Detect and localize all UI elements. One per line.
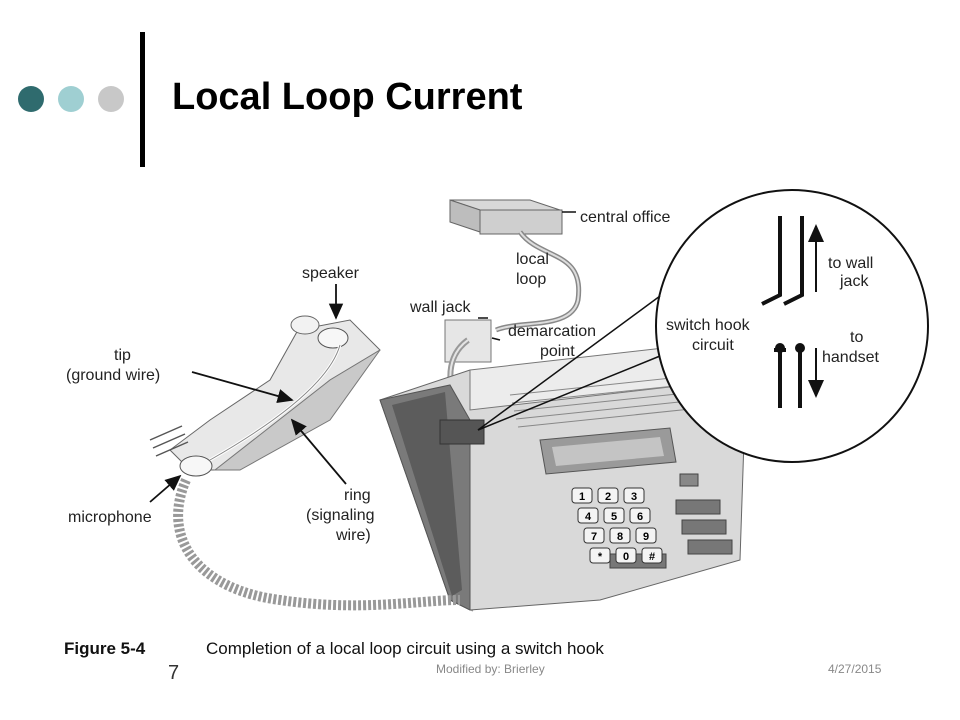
label-wall-jack: wall jack bbox=[409, 299, 471, 316]
tip-arrow bbox=[191, 371, 294, 404]
keypad-key bbox=[629, 507, 651, 524]
slide-title: Local Loop Current bbox=[172, 76, 523, 118]
footer-author: Modified by: Brierley bbox=[436, 662, 545, 676]
page-number: 7 bbox=[168, 662, 180, 684]
label-demarcation: demarcation bbox=[508, 323, 596, 340]
switch-hook-cradle bbox=[439, 419, 485, 445]
label-circuit: circuit bbox=[692, 337, 734, 354]
coiled-handset-cord bbox=[173, 478, 461, 611]
figure-caption: Completion of a local loop circuit using… bbox=[206, 639, 604, 658]
figure-number: Figure 5-4 bbox=[64, 639, 146, 658]
keypad-key bbox=[615, 547, 637, 564]
label-handset: handset bbox=[822, 349, 879, 366]
keypad-key-label: 5 bbox=[611, 511, 617, 523]
label-loop: loop bbox=[516, 271, 546, 288]
dot-gray bbox=[98, 86, 124, 112]
keypad-key-label: 7 bbox=[591, 531, 597, 543]
label-switch-hook: switch hook bbox=[666, 317, 751, 334]
keypad-key bbox=[635, 527, 657, 544]
function-button-3 bbox=[687, 539, 733, 555]
label-local: local bbox=[516, 251, 549, 268]
keypad-key-label: 3 bbox=[631, 491, 637, 503]
label-speaker: speaker bbox=[302, 265, 360, 282]
label-ring: ring bbox=[344, 487, 371, 504]
label-wire: wire) bbox=[335, 527, 371, 544]
label-central-office: central office bbox=[580, 209, 671, 226]
keypad-key bbox=[609, 527, 631, 544]
microphone-mouthpiece bbox=[179, 455, 213, 477]
contact-upper-right bbox=[783, 216, 804, 306]
keypad-key-label: 4 bbox=[585, 511, 592, 523]
dot-light-teal bbox=[58, 86, 84, 112]
keypad-key bbox=[583, 527, 605, 544]
keypad-key-label: 1 bbox=[579, 491, 585, 503]
keypad-key-label: 8 bbox=[617, 531, 623, 543]
keypad-key bbox=[589, 547, 611, 564]
label-to: to bbox=[850, 329, 863, 346]
label-jack: jack bbox=[839, 273, 869, 290]
microphone-arrow bbox=[149, 474, 182, 503]
keypad-key bbox=[597, 487, 619, 504]
title-bullet-dots bbox=[18, 86, 128, 114]
keypad-key bbox=[623, 487, 645, 504]
central-office-box bbox=[449, 199, 563, 235]
switch-hook-zoom-circle bbox=[477, 189, 929, 463]
footer-date: 4/27/2015 bbox=[828, 662, 882, 676]
contact-upper-left bbox=[761, 216, 782, 306]
label-microphone: microphone bbox=[68, 509, 152, 526]
keypad-key bbox=[603, 507, 625, 524]
keypad: 1 2 3 4 5 6 7 8 9 * 0 # bbox=[571, 487, 663, 564]
keypad-key-label: 6 bbox=[637, 511, 643, 523]
keypad-key-label: 9 bbox=[643, 531, 649, 543]
label-tip: tip bbox=[114, 347, 131, 364]
keypad-key-label: 2 bbox=[605, 491, 611, 503]
function-button-1 bbox=[675, 499, 721, 515]
label-signaling: (signaling bbox=[306, 507, 374, 524]
label-to-wall: to wall bbox=[828, 255, 873, 272]
speaker-earpiece bbox=[317, 327, 349, 349]
label-point: point bbox=[540, 343, 575, 360]
keypad-key-label: * bbox=[598, 551, 603, 563]
keypad-key-label: 0 bbox=[623, 551, 629, 563]
title-divider bbox=[140, 32, 145, 167]
label-ground-wire: (ground wire) bbox=[66, 367, 160, 384]
keypad-key-label: # bbox=[649, 551, 655, 563]
dot-dark bbox=[18, 86, 44, 112]
keypad-key bbox=[577, 507, 599, 524]
handset bbox=[149, 315, 381, 477]
ring-arrow bbox=[290, 418, 347, 485]
function-button-2 bbox=[681, 519, 727, 535]
keypad-key bbox=[641, 547, 663, 564]
keypad-key bbox=[571, 487, 593, 504]
